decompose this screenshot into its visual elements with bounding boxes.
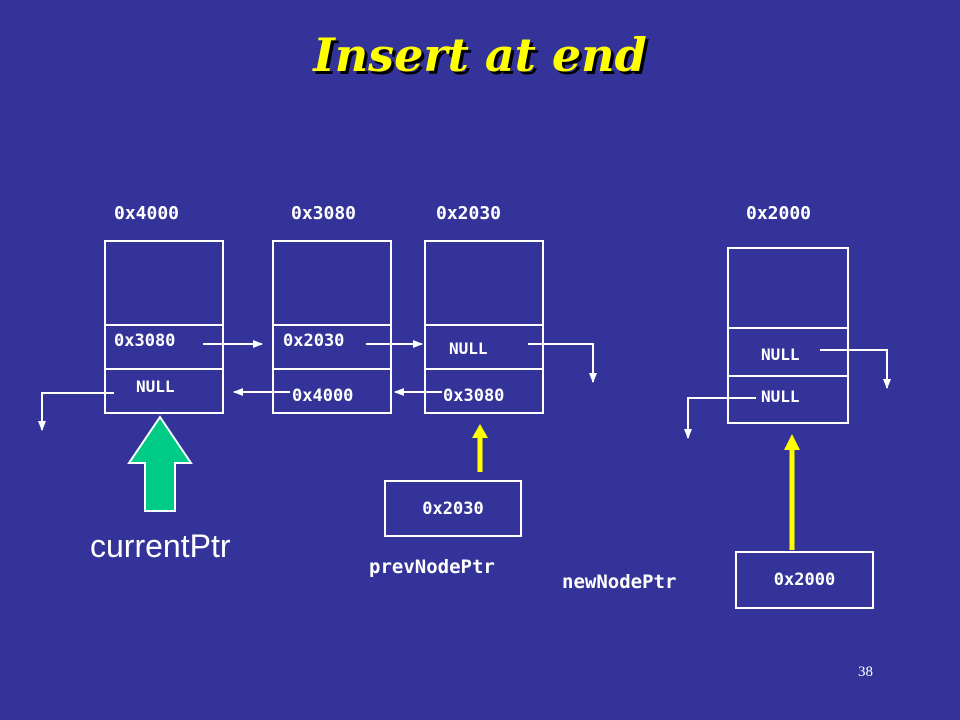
node-3-next-null-arrow bbox=[528, 343, 597, 383]
node-3-next-value: NULL bbox=[449, 339, 488, 358]
node-2-address: 0x3080 bbox=[291, 203, 357, 224]
node-4-prev-value: NULL bbox=[761, 387, 800, 406]
node-2 bbox=[272, 240, 392, 414]
node-3 bbox=[424, 240, 544, 414]
prev-node-ptr-box: 0x2030 bbox=[384, 480, 522, 537]
new-node-ptr-label: newNodePtr bbox=[562, 571, 677, 593]
node-2-prev-cell bbox=[274, 368, 390, 414]
node-4-next-value: NULL bbox=[761, 345, 800, 364]
node-3-prev-value: 0x3080 bbox=[443, 386, 505, 406]
new-node-ptr-value: 0x2000 bbox=[773, 570, 836, 590]
current-ptr-arrow bbox=[127, 415, 193, 512]
node-3-next-cell bbox=[426, 324, 542, 370]
node-4-prev-null-arrow bbox=[684, 397, 756, 439]
node-1-next-cell bbox=[106, 324, 222, 370]
node-4-address: 0x2000 bbox=[746, 203, 812, 224]
node-1-prev-value: NULL bbox=[136, 377, 175, 396]
node-1-prev-cell bbox=[106, 368, 222, 414]
node-1-next-value: 0x3080 bbox=[114, 331, 176, 351]
node-4-prev-cell bbox=[729, 375, 847, 424]
page-number: 38 bbox=[858, 664, 873, 680]
node-3-prev-cell bbox=[426, 368, 542, 414]
node-1-prev-null-arrow bbox=[38, 392, 114, 431]
prev-node-ptr-label: prevNodePtr bbox=[369, 556, 495, 578]
prev-node-ptr-arrow-head bbox=[472, 424, 488, 438]
new-node-ptr-box: 0x2000 bbox=[735, 551, 874, 609]
node-2-next-cell bbox=[274, 324, 390, 370]
slide-title: Insert at end bbox=[313, 28, 647, 82]
node-4 bbox=[727, 247, 849, 424]
current-ptr-label: currentPtr bbox=[90, 528, 231, 564]
new-node-ptr-arrow-head bbox=[784, 434, 800, 450]
node-4-next-null-arrow bbox=[820, 349, 891, 389]
node-2-next-value: 0x2030 bbox=[283, 331, 345, 351]
node-2-prev-value: 0x4000 bbox=[292, 386, 354, 406]
node-1 bbox=[104, 240, 224, 414]
node-3-address: 0x2030 bbox=[436, 203, 502, 224]
node-4-next-cell bbox=[729, 327, 847, 377]
prev-node-ptr-value: 0x2030 bbox=[422, 498, 484, 519]
node-1-address: 0x4000 bbox=[114, 203, 180, 224]
